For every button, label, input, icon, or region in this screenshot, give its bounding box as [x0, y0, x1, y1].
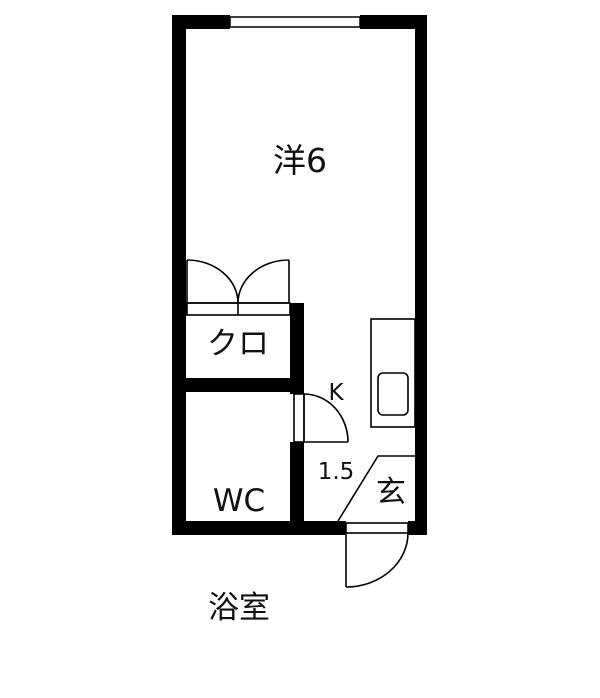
entrance-label: 玄: [376, 475, 406, 510]
closet-doors: [185, 259, 291, 316]
western-room-label: 洋6: [273, 141, 327, 180]
kitchen-counter: [370, 318, 416, 428]
wc-label: WC: [212, 483, 266, 520]
kitchen-label-size: 1.5: [317, 459, 355, 486]
wc-bath-label: WC 浴室: [188, 413, 290, 698]
window: [229, 16, 361, 28]
closet-label: クロ: [207, 326, 269, 362]
entry-door: [345, 522, 409, 588]
kitchen-label-k: K: [328, 379, 344, 406]
outer-walls: [172, 15, 427, 535]
wc-door: [293, 393, 349, 443]
sink-icon: [377, 372, 409, 416]
entrance-step: [337, 455, 415, 522]
kitchen-label: K 1.5: [305, 327, 367, 539]
floor-plan-drawing: [172, 15, 427, 588]
interior-walls: [186, 303, 304, 522]
bath-label: 浴室: [208, 590, 270, 627]
